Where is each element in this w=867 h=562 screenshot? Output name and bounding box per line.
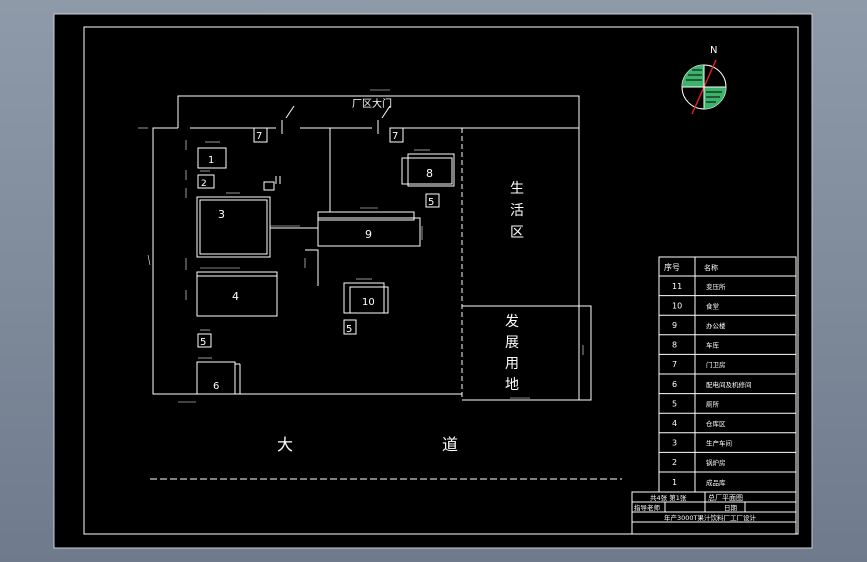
legend-row-no: 1 [672, 478, 677, 487]
building-5-left: 5 [197, 333, 212, 348]
svg-text:生: 生 [510, 181, 524, 197]
legend-row-name: 厕所 [706, 399, 720, 408]
development-area-label: 发 展 用 地 [505, 314, 519, 393]
legend-row-no: 8 [672, 341, 677, 350]
building-8: 8 [401, 153, 455, 187]
building-7-left: 7 [253, 127, 268, 143]
svg-text:发: 发 [505, 314, 519, 330]
legend-row: 3 生产车间 [672, 439, 732, 448]
drawing-canvas [53, 13, 813, 549]
north-arrow: N [681, 45, 727, 115]
legend-row-name: 办公楼 [706, 321, 726, 330]
gate-label: 厂区大门 [352, 97, 392, 110]
legend-row: 4 仓库区 [672, 419, 726, 428]
svg-text:6: 6 [213, 381, 219, 392]
legend-row-no: 11 [672, 282, 682, 291]
legend-row: 9 办公楼 [672, 321, 726, 330]
legend-row-no: 6 [672, 380, 677, 389]
north-label: N [710, 45, 717, 56]
svg-text:地: 地 [505, 377, 519, 393]
legend-row-name: 仓库区 [706, 419, 726, 428]
svg-text:活: 活 [510, 203, 524, 219]
legend-row: 11 变压所 [672, 282, 726, 291]
legend-row-no: 2 [672, 458, 677, 467]
svg-text:2: 2 [201, 179, 207, 189]
project-title: 年产3000T果汁饮料厂工厂设计 [664, 513, 757, 522]
legend-row-name: 车库 [706, 341, 720, 350]
svg-text:5: 5 [200, 337, 206, 348]
svg-text:10: 10 [362, 297, 375, 308]
legend-row-no: 3 [672, 439, 677, 448]
reviewer-label: 指导老师 [634, 503, 661, 512]
legend-header-no: 序号 [664, 262, 680, 272]
legend-row-no: 4 [672, 419, 677, 428]
svg-text:5: 5 [428, 197, 434, 208]
svg-text:4: 4 [232, 290, 239, 303]
building-9: 9 [317, 211, 421, 247]
legend-row-name: 配电间及机修间 [706, 380, 752, 389]
title-block: 共4张 第1张 总厂平面图 指导老师 日期 年产3000T果汁饮料厂工厂设计 [631, 491, 797, 535]
dimension-marks [138, 89, 584, 403]
building-5-middle: 5 [343, 319, 357, 335]
road-label-left: 大 [277, 435, 293, 454]
building-5-right: 5 [425, 193, 440, 208]
svg-text:5: 5 [346, 324, 352, 335]
legend-row-name: 成品库 [706, 478, 726, 487]
legend-row-name: 变压所 [706, 282, 726, 291]
svg-text:区: 区 [510, 225, 524, 241]
gate-left [281, 105, 295, 134]
legend-table: 序号 名称 11 变压所 10 食堂 9 办公楼 8 车库 7 门卫房 6 配电间及机修间 5 厕所 4 仓库… [658, 256, 797, 493]
legend-row-no: 5 [672, 399, 677, 408]
building-6: 6 [196, 361, 241, 395]
legend-row: 8 车库 [672, 341, 720, 350]
building-3: 3 [196, 196, 271, 258]
sheet-info: 共4张 第1张 [650, 493, 687, 502]
svg-text:3: 3 [218, 208, 225, 221]
svg-text:1: 1 [208, 155, 214, 166]
building-4: 4 [196, 271, 278, 317]
legend-row-name: 门卫房 [706, 360, 726, 369]
drawing-name: 总厂平面图 [708, 493, 743, 502]
legend-row: 7 门卫房 [672, 360, 726, 369]
legend-row-name: 锅炉房 [706, 458, 726, 467]
date-label: 日期 [724, 504, 738, 512]
legend-row-name: 生产车间 [706, 439, 732, 448]
legend-row: 6 配电间及机修间 [672, 380, 752, 389]
legend-row: 5 厕所 [672, 399, 720, 408]
svg-text:7: 7 [392, 131, 398, 142]
legend-header-name: 名称 [704, 263, 718, 272]
legend-row: 2 锅炉房 [672, 458, 726, 467]
building-7-right: 7 [389, 127, 404, 143]
svg-text:展: 展 [505, 335, 519, 351]
building-1: 1 [197, 147, 227, 169]
legend-row-no: 7 [672, 360, 677, 369]
svg-text:用: 用 [505, 356, 519, 372]
svg-text:7: 7 [256, 131, 262, 142]
building-2: 2 [197, 174, 215, 189]
drawing-frame [83, 26, 799, 535]
gate-right [377, 105, 391, 134]
legend-row-no: 10 [672, 301, 682, 310]
legend-row-name: 食堂 [706, 301, 720, 310]
living-area-label: 生 活 区 [510, 181, 524, 241]
legend-row: 1 成品库 [672, 478, 726, 487]
transformer-unit [263, 176, 281, 191]
building-10: 10 [343, 282, 389, 314]
svg-text:8: 8 [426, 167, 433, 180]
road-label-right: 道 [442, 435, 458, 454]
svg-text:9: 9 [365, 228, 372, 241]
legend-row: 10 食堂 [672, 301, 720, 310]
legend-row-no: 9 [672, 321, 677, 330]
